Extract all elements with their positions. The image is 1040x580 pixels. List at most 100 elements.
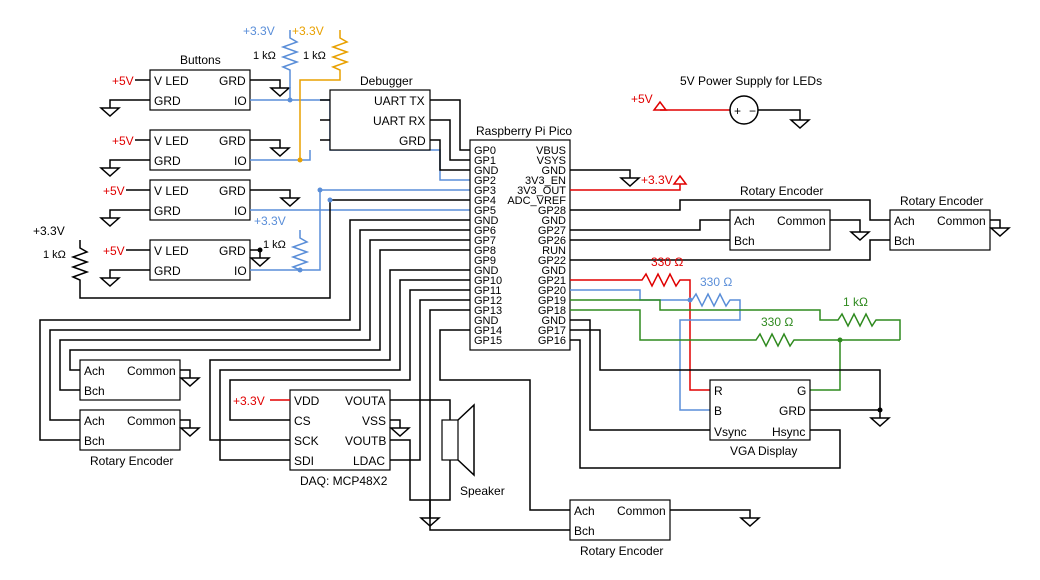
pico-right-pin: VSYS — [537, 155, 566, 167]
encoder-r1-common: Common — [777, 214, 826, 228]
pico-right-pin: GP20 — [538, 285, 566, 297]
pico-right-pin: GND — [542, 315, 567, 327]
button-1-grd-left: GRD — [154, 94, 181, 108]
button-1-vled: V LED — [154, 74, 189, 88]
pico-right-pin: GP21 — [538, 275, 566, 287]
pico-3v3-out-label: +3.3V — [641, 173, 673, 187]
pullup-blue-value: 1 kΩ — [253, 50, 276, 62]
psu-title: 5V Power Supply for LEDs — [680, 74, 822, 88]
encoder-r2-common: Common — [937, 214, 986, 228]
pico-right-pin: GND — [542, 165, 567, 177]
button-2: V LED GRD GRD IO — [149, 129, 251, 171]
rotary-encoder-l2: Ach Bch Common — [79, 409, 181, 451]
button-4-grd-right: GRD — [219, 244, 246, 258]
pico-right-pins: VBUSVSYSGND3V3_EN3V3_OUTADC_VREFGP28GNDG… — [507, 145, 566, 347]
daq-pin-sdi: SDI — [294, 454, 314, 468]
encoder-l2-title: Rotary Encoder — [90, 454, 173, 468]
button-4-io: IO — [234, 264, 247, 278]
daq-pin-ldac: LDAC — [353, 454, 385, 468]
psu-5v-label: +5V — [631, 92, 653, 106]
button-3-grd-left: GRD — [154, 204, 181, 218]
encoder-r2-ach: Ach — [894, 214, 915, 228]
vga-pin-r: R — [714, 384, 723, 398]
pico-left-pin: GP5 — [474, 205, 496, 217]
pico-right-pin: VBUS — [536, 145, 566, 157]
pico-right-pin: 3V3_OUT — [517, 185, 566, 197]
button-3-5v-label: +5V — [103, 184, 125, 198]
pico-left-pin: GND — [474, 265, 499, 277]
pico-left-pin: GP13 — [474, 305, 502, 317]
pico-right-pin: 3V3_EN — [525, 175, 566, 187]
pullup-blue2-label: +3.3V — [254, 214, 286, 228]
encoder-r1-ach: Ach — [734, 214, 755, 228]
encoder-l2-common: Common — [127, 414, 176, 428]
daq-pin-vdd: VDD — [294, 394, 320, 408]
pico-left-pin: GP4 — [474, 195, 496, 207]
button-4-grd-left: GRD — [154, 264, 181, 278]
pico-left-pin: GP8 — [474, 245, 496, 257]
pico-left-pin: GP12 — [474, 295, 502, 307]
pico-left-pin: GND — [474, 315, 499, 327]
pico-right-pin: GP28 — [538, 205, 566, 217]
psu-plus: + — [734, 104, 741, 118]
rotary-encoder-b1: Ach Bch Common — [569, 499, 671, 541]
pico-left-pin: GP14 — [474, 325, 502, 337]
vga-pin-g: G — [797, 384, 806, 398]
speaker-title: Speaker — [460, 484, 505, 498]
button-4-5v-label: +5V — [103, 244, 125, 258]
pico-left-pin: GP9 — [474, 255, 496, 267]
daq-pin-vouta: VOUTA — [345, 394, 385, 408]
pico-left-pin: GP6 — [474, 225, 496, 237]
vga-pin-b: B — [714, 404, 722, 418]
button-1: V LED GRD GRD IO — [149, 69, 251, 111]
button-3-vled: V LED — [154, 184, 189, 198]
encoder-l2-bch: Bch — [84, 434, 105, 448]
encoder-r1-title: Rotary Encoder — [740, 184, 823, 198]
res-blue-value: 330 Ω — [700, 275, 732, 289]
pico-left-pins: GP0GP1GNDGP2GP3GP4GP5GNDGP6GP7GP8GP9GNDG… — [474, 145, 502, 347]
button-4: V LED GRD GRD IO — [149, 239, 251, 281]
encoder-b1-ach: Ach — [574, 504, 595, 518]
pico-left-pin: GP3 — [474, 185, 496, 197]
pico-left-pin: GP7 — [474, 235, 496, 247]
vga-pin-vsync: Vsync — [714, 425, 747, 439]
psu-minus: − — [749, 104, 756, 118]
encoder-l1-bch: Bch — [84, 384, 105, 398]
button-3-grd-right: GRD — [219, 184, 246, 198]
speaker — [441, 403, 475, 477]
pico-left-pin: GP10 — [474, 275, 502, 287]
rotary-encoder-l1: Ach Bch Common — [79, 359, 181, 401]
encoder-b1-title: Rotary Encoder — [580, 544, 663, 558]
pico-right-pin: GP22 — [538, 255, 566, 267]
res-green2-value: 330 Ω — [761, 315, 793, 329]
pico-right-pin: GND — [542, 265, 567, 277]
pico-right-pin: GP19 — [538, 295, 566, 307]
pullup-blue-label: +3.3V — [243, 24, 275, 38]
debugger-grd: GRD — [399, 134, 426, 148]
vga-title: VGA Display — [730, 444, 797, 458]
debugger-uart-tx: UART TX — [374, 94, 425, 108]
left-pullup-value: 1 kΩ — [43, 249, 66, 261]
pico-title: Raspberry Pi Pico — [476, 124, 572, 138]
pullup-orange-label: +3.3V — [292, 24, 324, 38]
pico-right-pin: GP17 — [538, 325, 566, 337]
pico-right-pin: GP18 — [538, 305, 566, 317]
daq-pin-vss: VSS — [362, 414, 386, 428]
daq-pin-sck: SCK — [294, 434, 319, 448]
button-2-grd-right: GRD — [219, 134, 246, 148]
button-4-vled: V LED — [154, 244, 189, 258]
vga-pin-hsync: Hsync — [772, 425, 805, 439]
rotary-encoder-r2: Ach Bch Common — [889, 209, 991, 251]
encoder-b1-bch: Bch — [574, 524, 595, 538]
daq-pin-voutb: VOUTB — [345, 434, 386, 448]
res-red-value: 330 Ω — [651, 255, 683, 269]
pico-right-pin: GND — [542, 215, 567, 227]
pico-right-pin: GP16 — [538, 335, 566, 347]
pico-left-pin: GP15 — [474, 335, 502, 347]
button-2-grd-left: GRD — [154, 154, 181, 168]
pico-right-pin: RUN — [542, 245, 566, 257]
pico-left-pin: GP11 — [474, 285, 501, 297]
encoder-l1-common: Common — [127, 364, 176, 378]
pullup-orange-value: 1 kΩ — [303, 50, 326, 62]
pico-right-pin: ADC_VREF — [507, 195, 566, 207]
